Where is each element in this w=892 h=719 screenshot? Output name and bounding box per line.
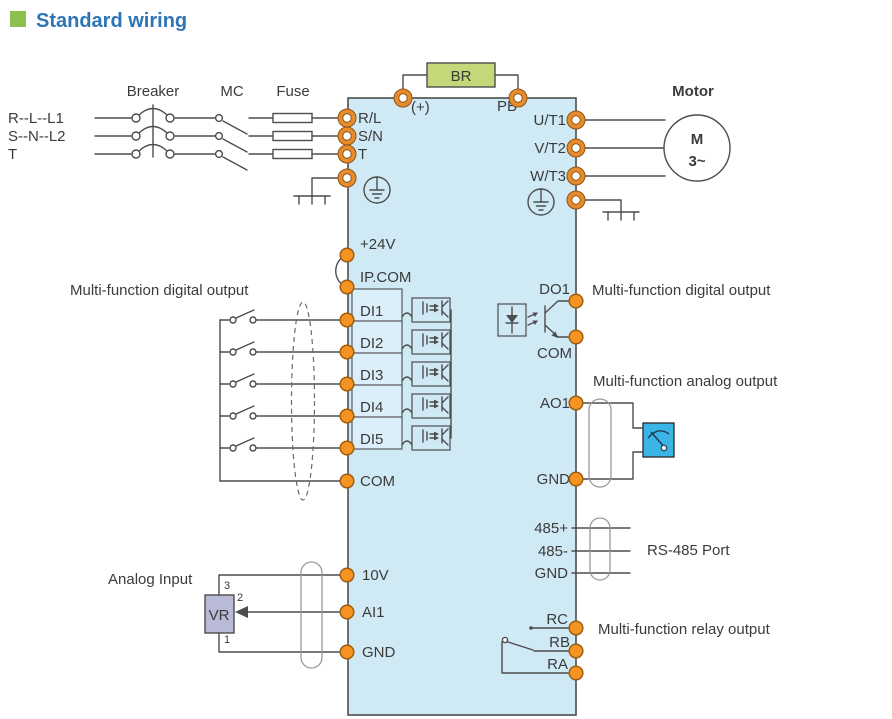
brake-resistor-label: BR — [451, 68, 472, 85]
rs485-note: RS-485 Port — [647, 542, 730, 559]
shield-capsule-rs485 — [589, 517, 611, 581]
mc-label: MC — [220, 83, 243, 100]
relay-arm — [507, 641, 534, 651]
terminal-10v: 10V — [362, 567, 389, 584]
terminal-485-gnd: GND — [535, 565, 569, 582]
terminal-ao1: AO1 — [540, 395, 570, 412]
terminal-24v: +24V — [360, 236, 395, 253]
terminal-ut1: U/T1 — [533, 112, 566, 129]
mains-row-3 — [94, 143, 340, 171]
left-digital-note: Multi-function digital output — [70, 282, 249, 299]
terminal-485-plus: 485+ — [534, 520, 568, 537]
digital-output-section: Multi-function digital output DO1 COM — [497, 281, 771, 362]
wiper-arrow-icon — [235, 606, 248, 618]
phase-label-t: T — [8, 146, 17, 163]
motor-section: Motor M 3~ U/T1 V/T2 W/T3 — [530, 83, 731, 185]
meter-box — [642, 422, 675, 458]
rs485-section: 485+ 485- GND RS-485 Port — [534, 517, 730, 582]
mains-input-section: Breaker MC Fuse R--L--L1 S--N--L2 T — [8, 83, 340, 171]
vr-pin-2: 2 — [237, 592, 243, 604]
di3-switch — [219, 373, 341, 388]
shield-capsule-analog-in — [300, 561, 323, 669]
brake-resistor-box — [426, 62, 496, 88]
terminal-do-com: COM — [537, 345, 572, 362]
terminal-ipcom: IP.COM — [360, 269, 411, 286]
shield-ellipse — [290, 301, 316, 501]
di4-switch — [219, 405, 341, 420]
shield-capsule-analog-out — [588, 398, 612, 488]
right-ground-wire — [583, 199, 622, 213]
terminal-ra: RA — [547, 656, 568, 673]
left-ground-wire — [311, 177, 340, 197]
vr-label: VR — [209, 607, 230, 624]
terminal-di5: DI5 — [360, 431, 383, 448]
vr-pin-3: 3 — [224, 580, 230, 592]
section-bullet-icon — [10, 11, 26, 27]
breaker-label: Breaker — [127, 83, 180, 100]
mains-terminal-labels: R/L S/N T — [358, 110, 383, 163]
di5-switch — [219, 437, 341, 452]
motor-m-symbol: M — [691, 131, 704, 148]
terminal-rb: RB — [549, 634, 570, 651]
motor-circle — [663, 114, 731, 182]
motor-phase-symbol: 3~ — [688, 153, 705, 170]
terminal-485-minus: 485- — [538, 543, 568, 560]
brake-resistor-circuit: BR (+) PB — [402, 62, 519, 116]
terminal-ao-gnd: GND — [537, 471, 571, 488]
page-title: Standard wiring — [36, 10, 187, 32]
terminal-wt3: W/T3 — [530, 168, 566, 185]
mains-row-2 — [94, 125, 340, 153]
plus-terminal-label: (+) — [411, 99, 430, 116]
relay-output-section: Multi-function relay output RC RB RA — [501, 611, 771, 674]
fuse-label: Fuse — [276, 83, 309, 100]
di1-switch — [219, 309, 341, 324]
terminal-sn: S/N — [358, 128, 383, 145]
terminal-do1: DO1 — [539, 281, 570, 298]
ground-icon-left — [293, 195, 331, 205]
vr-pin-1: 1 — [224, 634, 230, 646]
terminal-vt2: V/T2 — [534, 140, 566, 157]
relay-note: Multi-function relay output — [598, 621, 771, 638]
terminal-di1: DI1 — [360, 303, 383, 320]
di2-switch — [219, 341, 341, 356]
terminal-t: T — [358, 146, 367, 163]
relay-pivot — [501, 636, 509, 644]
terminal-di2: DI2 — [360, 335, 383, 352]
meter-needle-pivot — [660, 444, 668, 452]
terminal-ai1: AI1 — [362, 604, 385, 621]
analog-input-note: Analog Input — [108, 571, 193, 588]
analog-output-section: Multi-function analog output AO1 GND — [537, 373, 778, 488]
analog-input-section: Analog Input VR 3 2 1 10V AI1 GND — [108, 561, 396, 669]
terminal-rl: R/L — [358, 110, 381, 127]
do-opto-led-box — [497, 303, 527, 337]
right-digital-note: Multi-function digital output — [592, 282, 771, 299]
vr-potentiometer-box — [204, 594, 235, 634]
terminal-rc: RC — [546, 611, 568, 628]
phase-label-l1: R--L--L1 — [8, 110, 64, 127]
analog-output-note: Multi-function analog output — [593, 373, 778, 390]
ground-icon-right — [602, 211, 640, 221]
terminal-di4: DI4 — [360, 399, 383, 416]
terminal-com: COM — [360, 473, 395, 490]
terminal-gnd-left: GND — [362, 644, 396, 661]
phase-label-l2: S--N--L2 — [8, 128, 66, 145]
motor-label: Motor — [672, 83, 714, 100]
mains-row-1 — [94, 107, 340, 135]
terminal-di3: DI3 — [360, 367, 383, 384]
